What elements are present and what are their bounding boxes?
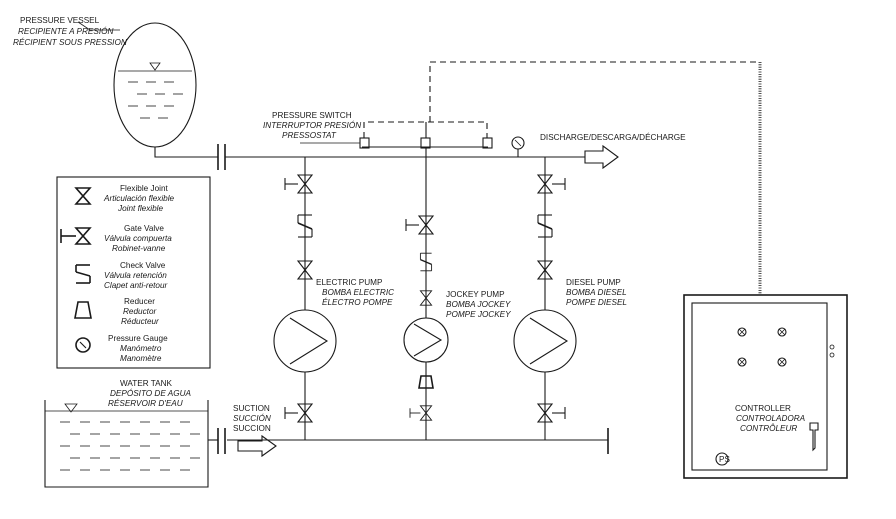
- legend-item-fr: Manomètre: [120, 354, 162, 363]
- indicator-light-icon: [777, 357, 787, 367]
- electric-pump-branch: [273, 157, 337, 440]
- legend-item-es: Articulación flexible: [103, 194, 175, 203]
- legend-texts: Flexible Joint Articulación flexible Joi…: [103, 184, 175, 363]
- gate-valve-icon: [405, 215, 434, 235]
- gate-valve-icon: [537, 403, 566, 423]
- legend-item-es: Válvula retención: [104, 271, 167, 280]
- gate-valve-icon: [537, 174, 566, 194]
- pressure-gauge-icon: [75, 337, 91, 353]
- gate-valve-icon: [409, 405, 433, 421]
- legend-item-label: Reducer: [124, 297, 155, 306]
- indicator-light-icon: [737, 357, 747, 367]
- electric-pump-es: BOMBA ELECTRIC: [322, 288, 394, 297]
- vessel-pipe: [154, 144, 585, 170]
- suction-en: SUCTION: [233, 404, 270, 413]
- legend-item-label: Check Valve: [120, 261, 166, 270]
- controller-en: CONTROLLER: [735, 404, 791, 413]
- jockey-pump-branch: [403, 148, 449, 440]
- pressure-vessel-title: PRESSURE VESSEL: [20, 16, 100, 25]
- pressure-switches: [300, 121, 493, 149]
- ps-badge-label: PS: [719, 455, 730, 464]
- jockey-pump-fr: POMPE JOCKEY: [446, 310, 511, 319]
- suction-header: [208, 428, 609, 454]
- check-valve-icon: [75, 264, 91, 284]
- flexible-joint-icon: [74, 187, 92, 205]
- water-tank-es: DEPÓSITO DE AGUA: [110, 388, 192, 398]
- legend-item-label: Flexible Joint: [120, 184, 169, 193]
- controller-panel: [683, 294, 848, 479]
- legend-item-fr: Réducteur: [121, 317, 159, 326]
- legend-item-fr: Clapet anti-retour: [104, 281, 168, 290]
- electric-pump-en: ELECTRIC PUMP: [316, 278, 383, 287]
- ps-badge-icon: [715, 452, 729, 466]
- suction-es: SUCCIÓN: [233, 413, 271, 423]
- legend-item-fr: Joint flexible: [117, 204, 164, 213]
- control-signal-line: [429, 61, 760, 122]
- diesel-pump-icon: [513, 309, 577, 373]
- jockey-pump-icon: [403, 317, 449, 363]
- diesel-pump-fr: POMPE DIESEL: [566, 298, 627, 307]
- legend-item-fr: Robinet-vanne: [112, 244, 166, 253]
- diesel-pump-en: DIESEL PUMP: [566, 278, 621, 287]
- pressure-vessel-es: RECIPIENTE A PRESIÓN: [18, 26, 113, 36]
- door-hinge-icon: [829, 344, 835, 358]
- suction-fr: SUCCION: [233, 424, 271, 433]
- water-tank: [44, 400, 209, 488]
- discharge-arrow: [584, 144, 619, 170]
- water-tank-fr: RÉSERVOIR D'EAU: [108, 398, 183, 408]
- jockey-pump-es: BOMBA JOCKEY: [446, 300, 511, 309]
- pressure-switch-title: PRESSURE SWITCH: [272, 111, 352, 120]
- water-tank-en: WATER TANK: [120, 379, 173, 388]
- discharge-label: DISCHARGE/DESCARGA/DÉCHARGE: [540, 132, 686, 142]
- legend-item-es: Válvula compuerta: [104, 234, 172, 243]
- gate-valve-icon: [284, 403, 313, 423]
- electric-pump-fr: ÉLECTRO POMPE: [322, 297, 393, 307]
- legend-item-label: Pressure Gauge: [108, 334, 168, 343]
- indicator-light-icon: [777, 327, 787, 337]
- legend-item-label: Gate Valve: [124, 224, 164, 233]
- pressure-switch-es: INTERRUPTOR PRESIÓN: [263, 120, 361, 130]
- legend-item-es: Manómetro: [120, 344, 162, 353]
- suction-arrow: [237, 434, 277, 458]
- controller-fr: CONTRÔLEUR: [740, 423, 797, 433]
- water-level-icon: [149, 62, 161, 71]
- reducer-icon: [74, 301, 92, 319]
- legend-item-es: Reductor: [123, 307, 156, 316]
- door-handle-icon: [809, 422, 819, 452]
- controller-es: CONTROLADORA: [736, 414, 806, 423]
- pressure-vessel-fr: RÉCIPIENT SOUS PRESSION: [13, 37, 127, 47]
- jockey-pump-en: JOCKEY PUMP: [446, 290, 505, 299]
- electric-pump-icon: [273, 309, 337, 373]
- indicator-light-icon: [737, 327, 747, 337]
- header-pressure-gauge: [511, 136, 525, 157]
- legend: [56, 176, 211, 369]
- gate-valve-icon: [284, 174, 313, 194]
- diesel-pump-branch: [513, 157, 577, 440]
- water-level-icon: [64, 403, 78, 413]
- gate-valve-icon: [60, 227, 92, 245]
- pressure-switch-fr: PRESSOSTAT: [282, 131, 337, 140]
- diesel-pump-es: BOMBA DIESEL: [566, 288, 627, 297]
- reducer-icon: [418, 375, 434, 389]
